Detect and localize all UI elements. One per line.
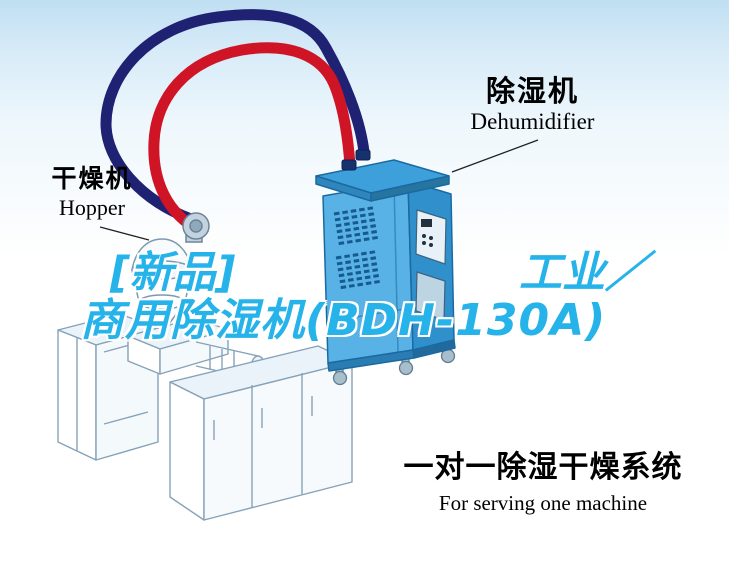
supply-hose-red [148, 42, 356, 237]
dehumidifier-label: 除湿机 Dehumidifier [450, 74, 615, 136]
hopper-platform-side [159, 329, 229, 375]
hose-connector [355, 149, 371, 161]
watermark-line2: 商用除湿机(BDH-130A) [80, 295, 607, 346]
system-caption-en: For serving one machine [438, 491, 648, 515]
barrel-top-line [195, 341, 259, 357]
cabinet-panel-line [103, 411, 149, 425]
blower-hub [189, 219, 203, 233]
watermark-industrial-text: 工业／ [519, 248, 648, 298]
hose-connectors [341, 149, 371, 171]
system-caption: 一对一除湿干燥系统 For serving one machine [398, 450, 688, 516]
dehumidifier-label-cn: 除湿机 [485, 74, 579, 108]
front-panel-seam-horizontal [325, 307, 412, 323]
hopper-body-sides [131, 269, 193, 303]
hopper-pointer-line [99, 226, 150, 241]
caster-wheel [332, 370, 348, 386]
hopper-label-cn: 干燥机 [51, 164, 133, 193]
caster-wheel [398, 360, 414, 376]
hopper-cone-sides [138, 301, 186, 325]
hopper-label-en: Hopper [59, 195, 125, 220]
hose-connector [341, 159, 357, 171]
lower-access-panel [415, 271, 446, 321]
control-panel-button [429, 236, 433, 240]
hopper-cone-tip [154, 320, 170, 328]
control-panel-button [422, 241, 426, 245]
mainbody-front-face [169, 381, 205, 521]
control-panel-button [429, 243, 433, 247]
vent-grid-upper [333, 205, 381, 246]
watermark-new-product-tag: [新品] [110, 248, 236, 298]
dehumidifier-lid-side-edge [370, 175, 450, 202]
dehumidifier-base-side [412, 339, 456, 359]
watermark-line1: [新品] 工业／ [110, 238, 648, 300]
extruder-machine-lineart [57, 313, 353, 521]
control-panel-button [422, 234, 426, 238]
hopper-dryer-lineart [131, 238, 193, 328]
return-hose-blue [100, 9, 370, 225]
control-panel [415, 209, 447, 321]
dehumidifier-pointer-line [451, 139, 539, 173]
system-caption-cn: 一对一除湿干燥系统 [403, 450, 683, 485]
hopper-blower [182, 212, 210, 243]
dehumidifier-label-en: Dehumidifier [470, 109, 595, 134]
vent-grid-lower [335, 249, 383, 290]
front-panel-seam-vertical [393, 183, 399, 353]
control-panel-display [421, 219, 432, 227]
hopper-label: 干燥机 Hopper [42, 164, 142, 221]
